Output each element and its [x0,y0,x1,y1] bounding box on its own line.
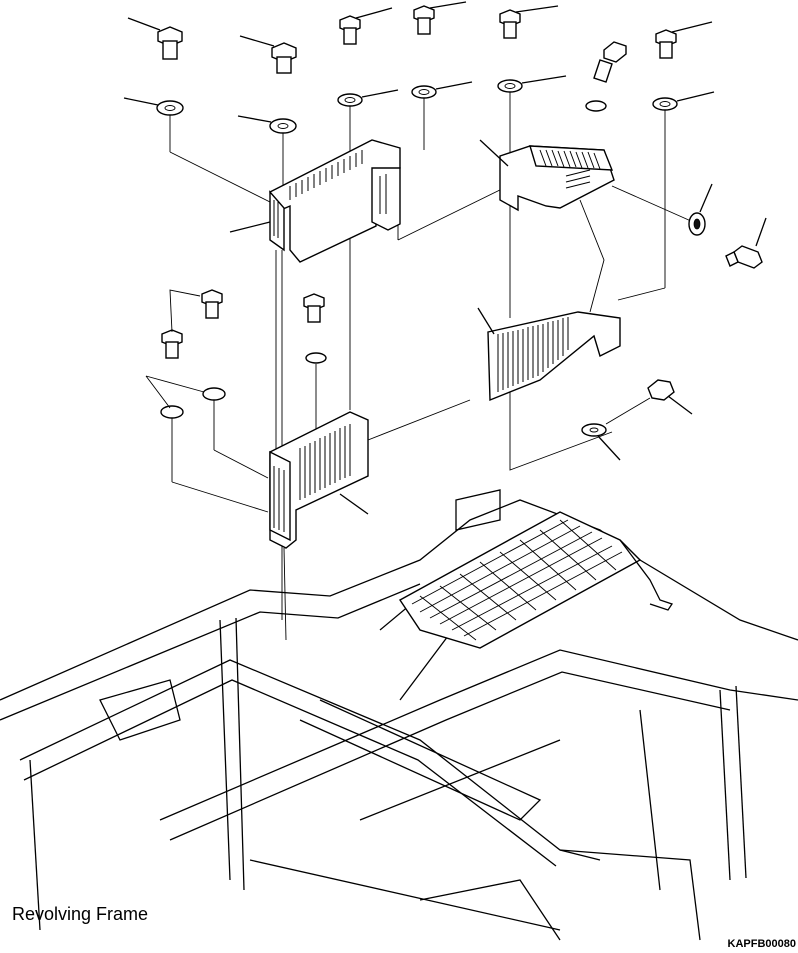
upper-right-cover [479,139,615,212]
mount-guide-line [283,547,287,641]
bolt-6 [655,21,713,59]
middle-right-cover-fins [497,317,569,392]
middle-right-cover [477,307,693,461]
bolt-7-angled [593,41,627,83]
figure-code: KAPFB00080 [727,938,796,950]
upper-right-cover-fins [539,149,601,189]
tread-plate [398,511,674,649]
diagram-caption: Revolving Frame [12,904,149,924]
bolt-5 [499,5,559,39]
bolt-1 [127,17,183,60]
upper-left-cover-fins [273,150,387,238]
bolt-4 [413,1,467,35]
washer-group-top [123,75,715,134]
side-fasteners-right [688,183,767,269]
lower-left-cover-fins [273,424,351,532]
revolving-frame [0,489,798,941]
upper-left-cover [229,139,401,263]
tread-plate-grid [411,519,623,641]
lower-left-cover [269,399,471,549]
bolt-group-middle [145,289,327,513]
bolt-group-top [127,1,713,83]
bolt-2 [239,35,297,74]
bolt-3 [339,7,393,45]
